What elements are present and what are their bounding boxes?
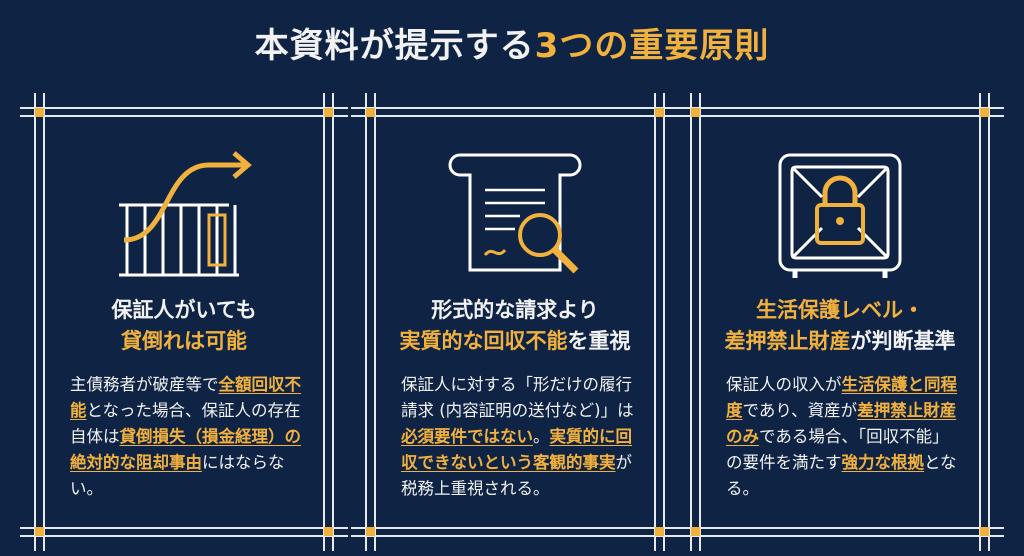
document-magnifier-icon	[448, 153, 582, 274]
heading-segment: 実質的な回収不能	[399, 329, 568, 353]
principle-card-3: 生活保護レベル・差押禁止財産が判断基準 保証人の収入が生活保護と同程度であり、資…	[676, 93, 1004, 551]
body-text: である場合、「回収不能」の要件を満たす	[726, 427, 949, 472]
body-text: 保証人に対する「形だけの履行請求 (内容証明の送付など)」は	[401, 375, 634, 420]
highlighted-text: 生活保護と同程度	[726, 375, 957, 420]
body-text: 主債務者が破産等で	[70, 375, 219, 394]
card-body: 保証人の収入が生活保護と同程度であり、資産が差押禁止財産のみである場合、「回収不…	[726, 372, 960, 502]
frame-line	[979, 93, 981, 551]
corner-accent	[366, 108, 375, 117]
page-title: 本資料が提示する3つの重要原則	[254, 26, 770, 66]
frame-line	[20, 107, 348, 109]
heading-segment: 差押禁止財産	[724, 329, 851, 353]
corner-accent	[366, 527, 375, 536]
highlighted-text: 全額回収不能	[70, 375, 301, 420]
gate-arrow-icon	[119, 151, 252, 277]
card-body: 主債務者が破産等で全額回収不能となった場合、保証人の存在自体は貸倒損失（損金経理…	[70, 372, 304, 502]
corner-accent	[691, 527, 700, 536]
corner-accent	[35, 108, 44, 117]
card-body: 保証人に対する「形だけの履行請求 (内容証明の送付など)」は必須要件ではない。実…	[401, 372, 635, 502]
corner-accent	[655, 108, 664, 117]
corner-accent	[691, 108, 700, 117]
principle-card-2: 形式的な請求より実質的な回収不能を重視 保証人に対する「形だけの履行請求 (内容…	[351, 93, 679, 551]
highlighted-text: 必須要件ではない	[401, 427, 533, 446]
heading-segment: 保証人がいても	[111, 298, 257, 322]
frame-line	[676, 107, 1004, 109]
safe-lock-icon	[778, 153, 902, 278]
frame-line	[676, 535, 1004, 537]
frame-line	[351, 107, 679, 109]
frame-line	[20, 535, 348, 537]
card-heading: 形式的な請求より実質的な回収不能を重視	[365, 295, 665, 357]
frame-line	[34, 93, 36, 551]
frame-line	[988, 93, 990, 551]
frame-line	[663, 93, 665, 551]
frame-line	[332, 93, 334, 551]
frame-line	[690, 93, 692, 551]
highlighted-text: 差押禁止財産のみ	[726, 401, 957, 446]
corner-accent	[980, 108, 989, 117]
heading-segment: を重視	[567, 329, 631, 353]
card-heading: 生活保護レベル・差押禁止財産が判断基準	[690, 295, 990, 357]
corner-accent	[980, 527, 989, 536]
body-text: となる。	[726, 453, 957, 498]
frame-line	[699, 93, 701, 551]
heading-segment: 生活保護レベル・	[756, 298, 924, 322]
body-text: が税務上重視される。	[401, 453, 632, 498]
body-text: 。	[533, 427, 550, 446]
frame-line	[351, 527, 679, 529]
body-text: にはならない。	[70, 453, 285, 498]
principle-card-1: 保証人がいても貸倒れは可能 主債務者が破産等で全額回収不能となった場合、保証人の…	[20, 93, 348, 551]
corner-accent	[324, 108, 333, 117]
body-text: 保証人の収入が	[726, 375, 842, 394]
frame-line	[365, 93, 367, 551]
body-text: であり、資産が	[742, 401, 858, 420]
frame-line	[20, 115, 348, 117]
frame-line	[351, 115, 679, 117]
highlighted-text: 貸倒損失（損金経理）の絶対的な阻却事由	[70, 427, 301, 472]
corner-accent	[35, 527, 44, 536]
frame-line	[676, 527, 1004, 529]
heading-segment: が判断基準	[850, 329, 956, 353]
frame-line	[374, 93, 376, 551]
frame-line	[323, 93, 325, 551]
frame-line	[676, 115, 1004, 117]
card-heading: 保証人がいても貸倒れは可能	[34, 295, 334, 357]
corner-accent	[655, 527, 664, 536]
frame-line	[20, 527, 348, 529]
heading-segment: 貸倒れは可能	[121, 329, 247, 353]
heading-segment: 形式的な請求より	[431, 298, 599, 322]
frame-line	[654, 93, 656, 551]
corner-accent	[324, 527, 333, 536]
highlighted-text: 強力な根拠	[841, 453, 925, 472]
body-text: となった場合、保証人の存在自体は	[70, 401, 301, 446]
frame-line	[351, 535, 679, 537]
highlighted-text: 実質的に回収できないという客観的事実	[401, 427, 632, 472]
frame-line	[43, 93, 45, 551]
